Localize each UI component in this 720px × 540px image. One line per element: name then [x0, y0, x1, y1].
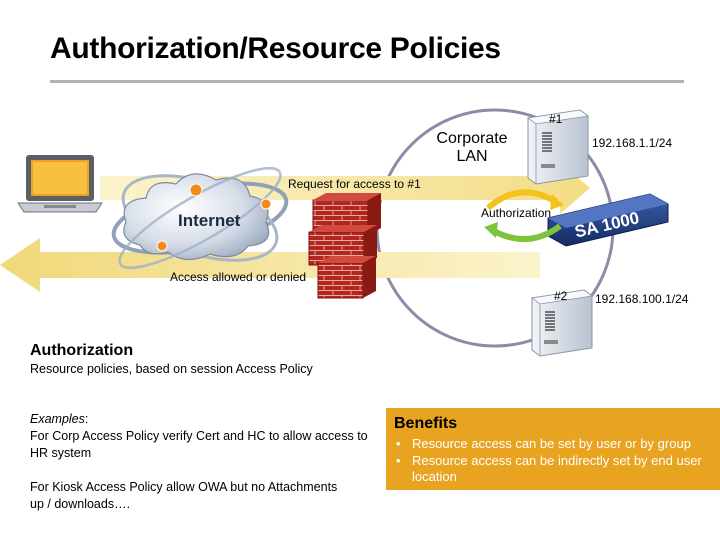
authorization-description: Resource policies, based on session Acce… [30, 362, 313, 376]
benefit-item: Resource access can be set by user or by… [394, 436, 720, 453]
corporate-lan-label: Corporate LAN [436, 130, 508, 165]
laptop-icon [17, 155, 103, 213]
server-1-ip: 192.168.1.1/24 [592, 136, 673, 150]
request-label: Request for access to #1 [288, 177, 421, 191]
internet-label: Internet [178, 211, 241, 230]
examples-colon: : [84, 412, 89, 426]
benefits-title: Benefits [394, 415, 458, 432]
access-label: Access allowed or denied [170, 270, 307, 284]
internet-cloud-icon: Internet [111, 166, 289, 270]
authorization-label: Authorization [481, 206, 552, 220]
request-arrow [100, 162, 590, 214]
server-1-tag: #1 [549, 112, 563, 126]
example-corp-access: For Corp Access Policy verify Cert and H… [30, 429, 368, 460]
access-arrow [0, 238, 540, 292]
examples-label: Examples [30, 412, 85, 426]
server-1-icon [526, 109, 590, 185]
authorization-heading: Authorization [30, 342, 134, 359]
benefits-box: Benefits Resource access can be set by u… [386, 408, 720, 490]
benefit-item: Resource access can be indirectly set by… [394, 453, 720, 486]
examples-block: Examples: For Corp Access Policy verify … [30, 411, 380, 462]
title-divider [50, 80, 684, 83]
server-2-tag: #2 [554, 289, 568, 303]
server-2-ip: 192.168.100.1/24 [595, 292, 689, 306]
server-2-icon [530, 289, 594, 357]
firewall-icon [308, 193, 381, 299]
slide-title: Authorization/Resource Policies [50, 32, 501, 65]
authorization-cycle-icon [484, 189, 564, 243]
example-kiosk-access: For Kiosk Access Policy allow OWA but no… [30, 480, 338, 511]
benefits-list: Resource access can be set by user or by… [394, 436, 720, 486]
